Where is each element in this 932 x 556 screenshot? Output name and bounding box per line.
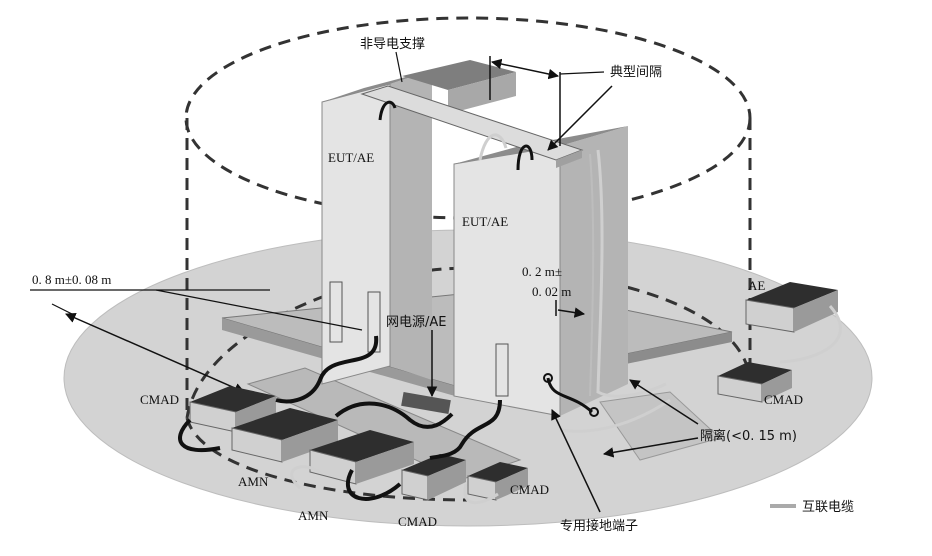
eut-box-back-side — [390, 70, 432, 380]
label-distance-08: 0. 8 m±0. 08 m — [32, 272, 111, 287]
spacing-leader — [559, 71, 605, 75]
amn-1-top — [232, 408, 338, 440]
isolation-leader-1 — [629, 379, 699, 425]
label-nonconductive-support: 非导电支撑 — [360, 37, 425, 52]
cmad-bottom-side — [428, 460, 466, 500]
test-volume-bottom-front — [185, 417, 469, 502]
power-cable-5 — [334, 401, 454, 429]
floor-mat-right — [599, 391, 722, 461]
isolation-leader-2 — [602, 437, 699, 458]
ground-terminal-2 — [589, 407, 599, 417]
ground-terminal-1 — [543, 373, 553, 383]
ground-cable — [546, 377, 594, 414]
ground-leader — [551, 409, 601, 513]
label-cmad-left: CMAD — [140, 392, 179, 407]
label-isolation: 隔离(<0. 15 m) — [700, 428, 797, 444]
top-cable-2 — [516, 144, 534, 171]
label-distance-02-line2: 0. 02 m — [532, 284, 571, 299]
label-amn-1: AMN — [238, 474, 269, 489]
cmad-bottom-top — [402, 454, 466, 476]
light-cable-right — [596, 149, 667, 398]
eut-box-back-slot-1 — [329, 281, 343, 343]
cmad-left-side — [236, 396, 276, 432]
ae-box-top — [746, 282, 838, 308]
light-cable-bottom-1 — [290, 465, 321, 490]
label-eut-ae-2: EUT/AE — [462, 214, 508, 229]
label-typical-spacing: 典型间隔 — [610, 65, 662, 80]
dim-08-diagonal — [155, 289, 363, 331]
dim-02-arrow — [557, 307, 586, 318]
light-cable-right-2 — [589, 153, 595, 397]
eut-box-back-front — [321, 83, 391, 385]
mains-device — [401, 391, 451, 415]
ae-cable — [779, 305, 842, 364]
amn-2-top — [310, 430, 414, 462]
spacing-dimension — [490, 58, 560, 80]
nonconductive-support-bar-side — [556, 150, 582, 168]
label-dedicated-ground: 专用接地端子 — [560, 518, 638, 534]
power-cable-3 — [178, 418, 221, 453]
cmad-right-top — [718, 362, 792, 384]
dim-08-ext — [51, 303, 73, 315]
spacing-leader-arrow — [547, 85, 613, 151]
light-cable-bottom-2 — [463, 483, 499, 505]
cmad-right-side — [762, 370, 792, 402]
top-cable-1 — [378, 100, 397, 121]
dim-08-arrow — [65, 312, 245, 394]
label-cmad-right: CMAD — [764, 392, 803, 407]
support-leader — [395, 51, 403, 83]
label-mains-ae: 网电源/AE — [386, 315, 447, 330]
label-distance-02-line1: 0. 2 m± — [522, 264, 562, 279]
power-cable-2 — [429, 399, 502, 460]
label-cmad-bottom-right: CMAD — [510, 482, 549, 497]
power-cable-4 — [345, 469, 402, 501]
top-cable-3 — [478, 133, 508, 161]
ae-box-side — [794, 290, 838, 332]
rear-block-front — [448, 72, 516, 114]
eut-box-front-slot — [495, 343, 509, 397]
label-ae: AE — [748, 278, 765, 293]
rear-block — [402, 60, 516, 90]
label-amn-2: AMN — [298, 508, 329, 523]
amn-2-side — [356, 442, 414, 484]
light-cable-bottom-3 — [559, 398, 671, 433]
power-cable-1 — [275, 335, 379, 404]
eut-box-back-top — [322, 70, 432, 102]
cmad-bottom-right-side — [496, 468, 528, 500]
amn-1-side — [282, 420, 338, 462]
cmad-bottom-right-top — [468, 462, 528, 482]
label-legend-cable: 互联电缆 — [802, 499, 854, 515]
label-eut-ae-1: EUT/AE — [328, 150, 374, 165]
label-cmad-bottom: CMAD — [398, 514, 437, 529]
cmad-left-top — [190, 386, 276, 412]
